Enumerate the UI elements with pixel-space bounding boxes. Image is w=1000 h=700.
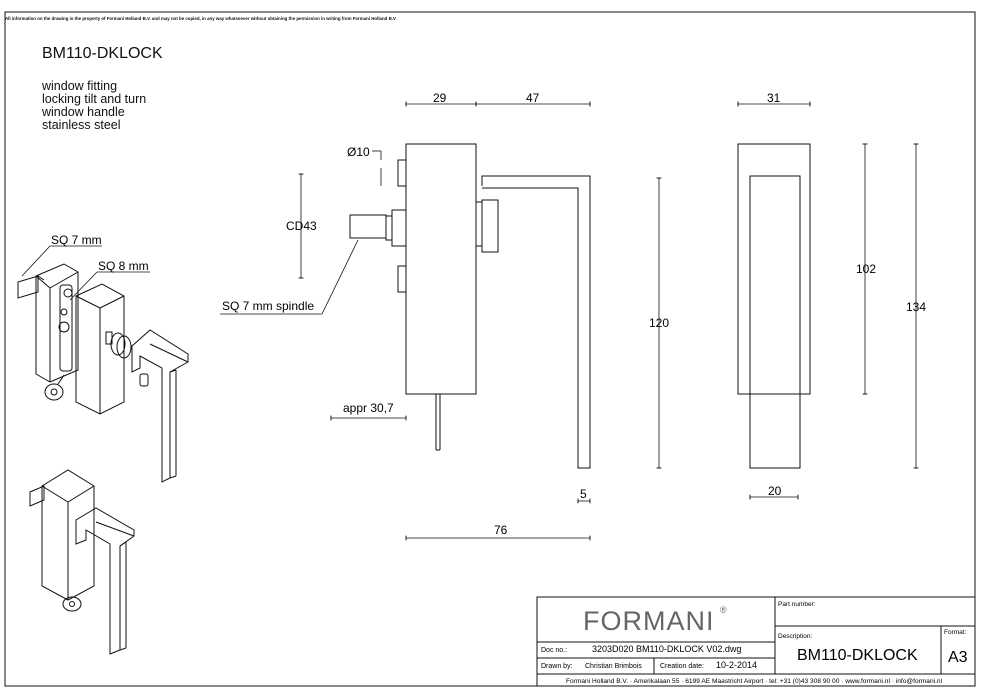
product-title: BM110-DKLOCK: [42, 45, 163, 62]
creation-date-label: Creation date:: [660, 663, 704, 670]
drawn-by-label: Drawn by:: [541, 663, 573, 670]
creation-date-value: 10-2-2014: [716, 660, 757, 670]
format-value: A3: [948, 649, 968, 666]
side-view-dimension-lines: [220, 101, 662, 541]
doc-no-value: 3203D020 BM110-DKLOCK V02.dwg: [592, 644, 741, 654]
dim-120: 120: [649, 316, 669, 330]
title-block: [536, 596, 976, 687]
description-line: window handle: [42, 105, 125, 119]
part-number-label: Part number:: [778, 601, 816, 608]
isometric-view-assembled: [29, 469, 135, 655]
dim-102: 102: [856, 262, 876, 276]
description-line: stainless steel: [42, 118, 121, 132]
dim-cd43: CD43: [286, 219, 317, 233]
description-line: locking tilt and turn: [42, 92, 147, 106]
dim-5: 5: [580, 487, 587, 501]
description-label: Description:: [778, 633, 813, 640]
dim-appr: appr 30,7: [343, 401, 394, 415]
front-view-dimension-lines: [737, 101, 919, 500]
dim-76: 76: [494, 523, 508, 537]
dim-47: 47: [526, 91, 540, 105]
disclaimer-text: All information on the drawing is the pr…: [5, 16, 396, 21]
dim-20: 20: [768, 484, 782, 498]
dim-31: 31: [767, 91, 781, 105]
iso-callout-leaders: [21, 245, 150, 301]
footer-address: Formani Holland B.V. · Amerikalaan 55 · …: [566, 678, 943, 685]
front-view: [737, 143, 811, 469]
callout-sq8: SQ 8 mm: [98, 259, 149, 273]
doc-no-label: Doc no.:: [541, 647, 567, 654]
brand-logo: FORMANI: [583, 606, 715, 636]
dim-134: 134: [906, 300, 926, 314]
sheet-border: [4, 11, 976, 687]
format-label: Format:: [944, 629, 967, 636]
description-line: window fitting: [42, 79, 118, 93]
description-value: BM110-DKLOCK: [797, 647, 918, 664]
side-view: [349, 143, 591, 469]
dim-29: 29: [433, 91, 447, 105]
registered-mark: ®: [720, 605, 727, 615]
drawn-by-value: Christian Brimbois: [585, 663, 642, 670]
dim-diameter: Ø10: [347, 145, 370, 159]
callout-spindle: SQ 7 mm spindle: [222, 299, 314, 313]
callout-sq7: SQ 7 mm: [51, 233, 102, 247]
isometric-view-exploded: [17, 263, 189, 483]
